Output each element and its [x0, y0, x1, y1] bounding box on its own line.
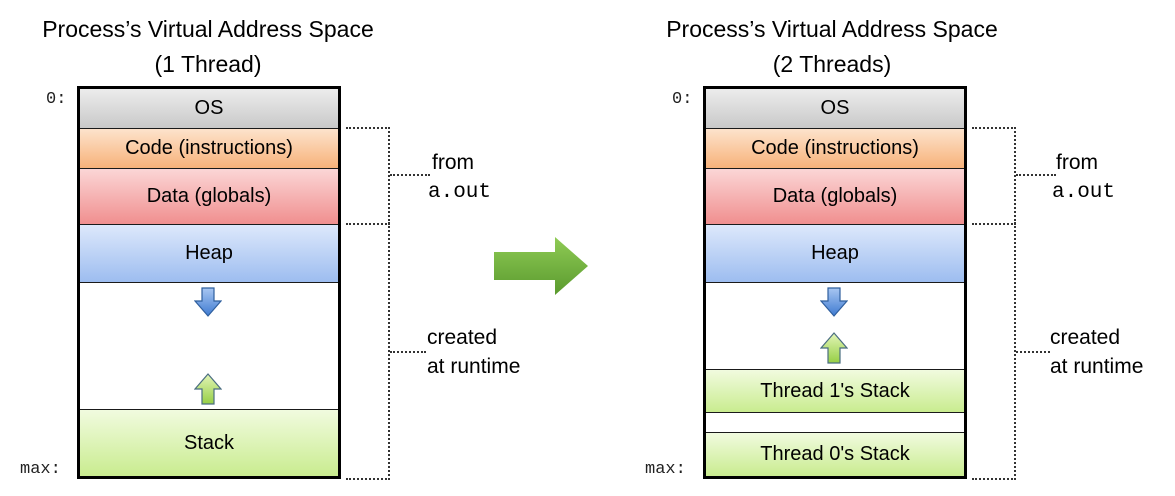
- right-heap-label: Heap: [811, 242, 859, 264]
- right-aout-connector: [1016, 174, 1056, 176]
- left-os-label: OS: [194, 97, 224, 119]
- right-title: Process’s Virtual Address Space (2 Threa…: [612, 12, 1052, 82]
- right-from-label: from: [1056, 151, 1098, 174]
- right-runtime-connector: [1016, 351, 1050, 353]
- left-title-line1: Process’s Virtual Address Space: [42, 16, 374, 42]
- left-runtime-label: at runtime: [427, 355, 521, 378]
- right-aout-label: a.out: [1052, 181, 1116, 204]
- left-runtime-connector: [390, 351, 426, 353]
- left-code-segment: Code (instructions): [80, 129, 338, 169]
- down-arrow-icon: [820, 287, 848, 317]
- left-heap-segment: Heap: [80, 225, 338, 283]
- left-addr-bottom: max:: [20, 460, 61, 479]
- down-arrow-icon: [194, 287, 222, 317]
- left-heap-label: Heap: [185, 242, 233, 264]
- left-address-space: OS Code (instructions) Data (globals) He…: [77, 86, 341, 479]
- right-thread0-stack: Thread 0's Stack: [706, 433, 964, 476]
- right-os-segment: OS: [706, 89, 964, 129]
- left-data-label: Data (globals): [146, 185, 272, 207]
- right-stack-gap: [706, 413, 964, 433]
- right-runtime-bracket: [972, 222, 1016, 480]
- right-code-segment: Code (instructions): [706, 129, 964, 169]
- right-address-space: OS Code (instructions) Data (globals) He…: [703, 86, 967, 479]
- right-title-line2: (2 Threads): [772, 51, 892, 77]
- left-stack-label: Stack: [183, 431, 235, 454]
- left-title: Process’s Virtual Address Space (1 Threa…: [0, 12, 428, 82]
- right-addr-top: 0:: [672, 90, 693, 109]
- up-arrow-icon: [820, 332, 848, 364]
- up-arrow-icon: [194, 373, 222, 405]
- right-os-label: OS: [820, 97, 850, 119]
- left-aout-bracket: [346, 127, 390, 225]
- left-runtime-bracket: [346, 222, 390, 480]
- right-heap-segment: Heap: [706, 225, 964, 283]
- right-created-label: created: [1050, 326, 1121, 349]
- right-arrow-icon: [494, 237, 588, 295]
- right-thread1-stack: Thread 1's Stack: [706, 369, 964, 413]
- left-created-label: created: [427, 326, 498, 349]
- left-code-label: Code (instructions): [125, 137, 293, 159]
- left-data-segment: Data (globals): [80, 169, 338, 225]
- right-data-label: Data (globals): [772, 185, 898, 207]
- left-addr-top: 0:: [46, 90, 67, 109]
- left-aout-label: a.out: [428, 181, 492, 204]
- right-addr-bottom: max:: [645, 460, 686, 479]
- left-aout-connector: [390, 174, 430, 176]
- right-title-line1: Process’s Virtual Address Space: [666, 16, 998, 42]
- left-os-segment: OS: [80, 89, 338, 129]
- right-code-label: Code (instructions): [751, 137, 919, 159]
- right-runtime-label: at runtime: [1050, 355, 1144, 378]
- right-thread0-stack-label: Thread 0's Stack: [760, 443, 910, 465]
- left-title-line2: (1 Thread): [154, 51, 262, 77]
- right-aout-bracket: [972, 127, 1016, 225]
- right-thread1-stack-label: Thread 1's Stack: [760, 379, 910, 402]
- left-from-label: from: [432, 151, 474, 174]
- left-stack-segment: Stack: [80, 409, 338, 476]
- right-data-segment: Data (globals): [706, 169, 964, 225]
